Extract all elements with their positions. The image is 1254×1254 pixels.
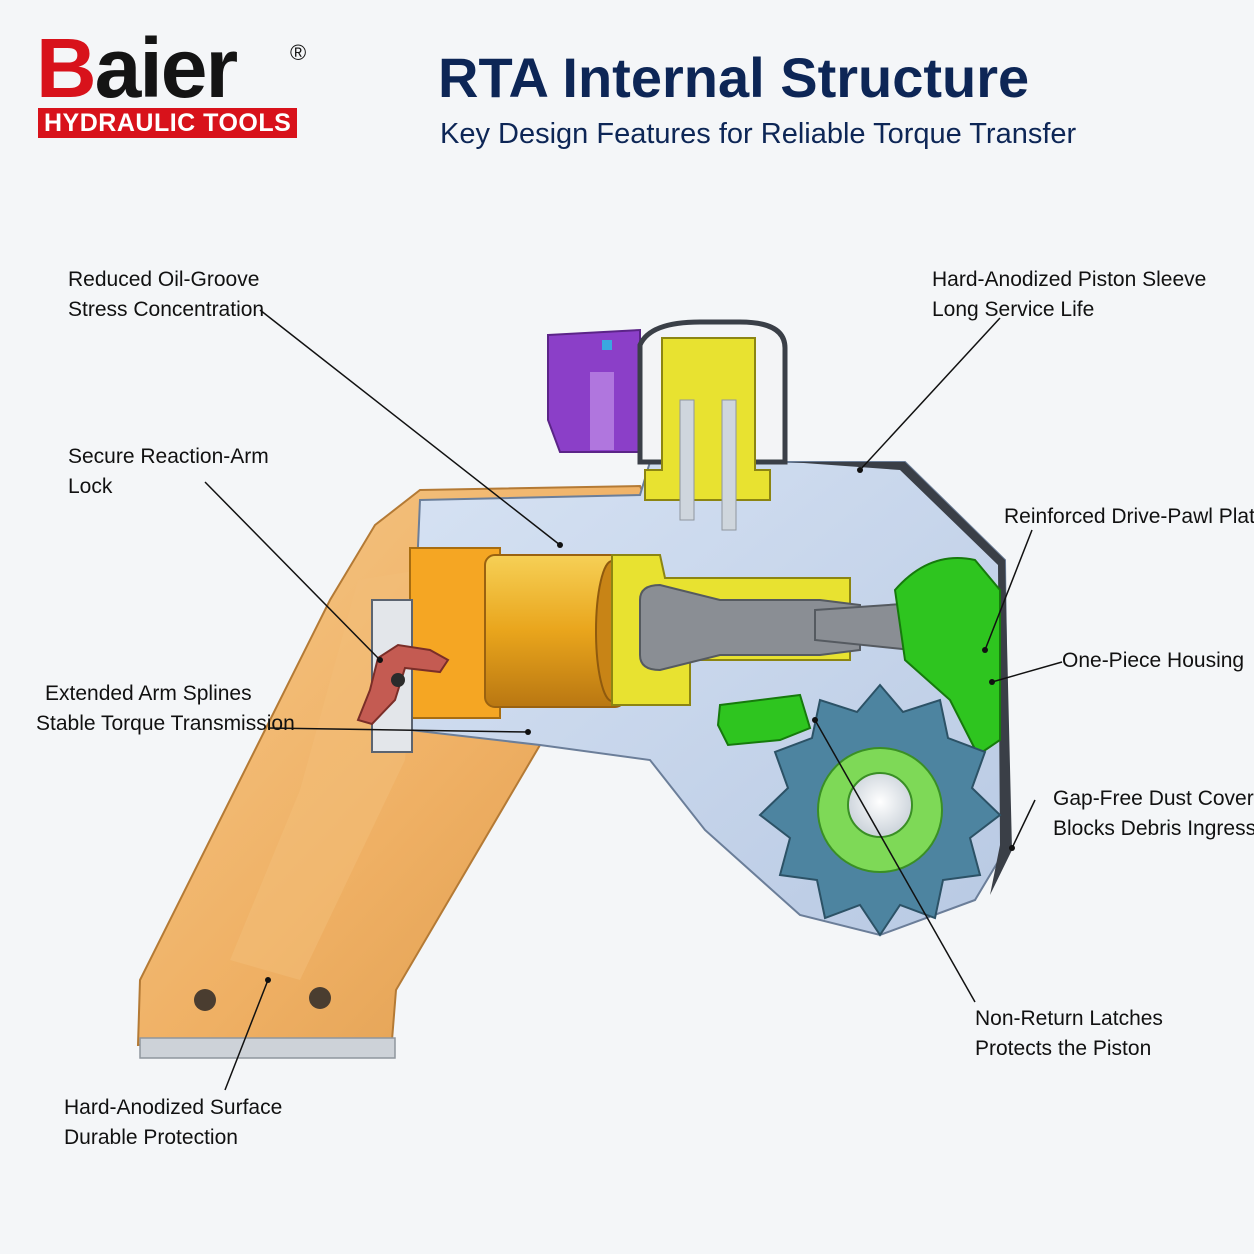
callout-reaction-arm: Secure Reaction-Arm Lock (68, 445, 269, 498)
brand-logo: Baier ® HYDRAULIC TOOLS (36, 26, 336, 141)
leader-oil-groove (259, 309, 561, 546)
leader-pawl-plate (984, 529, 1033, 651)
leader-piston-sleeve (859, 317, 1001, 471)
page-subtitle: Key Design Features for Reliable Torque … (440, 118, 1077, 150)
leader-dust-cover (1011, 799, 1036, 849)
drive-pawl-plate (716, 557, 1001, 757)
drive-hole (847, 772, 913, 838)
leader-housing (991, 661, 1063, 683)
registered-mark: ® (290, 40, 307, 65)
callout-surface: Hard-Anodized Surface Durable Protection (64, 1096, 283, 1149)
callout-arm-splines: Extended Arm Splines Stable Torque Trans… (36, 682, 295, 735)
leader-lines (204, 309, 1063, 1091)
leader-surface (224, 979, 269, 1091)
arm-hole-right (309, 987, 331, 1009)
reaction-arm-lock (356, 643, 450, 726)
page-title: RTA Internal Structure (438, 46, 1030, 109)
piston-sleeve (637, 319, 788, 531)
arm-hole-left (194, 989, 216, 1011)
non-return-latch (716, 693, 812, 747)
brand-tagline: HYDRAULIC TOOLS (38, 108, 298, 138)
arm-base-plate (139, 1037, 396, 1059)
leader-arm-splines (267, 727, 529, 733)
callout-oil-groove: Reduced Oil-Groove Stress Concentration (68, 268, 265, 321)
callout-latches: Non-Return Latches Protects the Piston (975, 1007, 1163, 1060)
leader-latches (814, 719, 976, 1003)
callout-pawl-plate: Reinforced Drive-Pawl Plate (1004, 505, 1254, 528)
leader-endpoints (265, 467, 1015, 983)
callout-piston-sleeve: Hard-Anodized Piston Sleeve Long Service… (932, 268, 1207, 321)
callout-dust-cover: Gap-Free Dust Cover Blocks Debris Ingres… (1053, 787, 1254, 840)
swivel-fitting (547, 328, 641, 453)
callout-housing: One-Piece Housing (1062, 649, 1245, 672)
leader-reaction-arm (204, 481, 381, 661)
brand-wordmark: Baier (36, 21, 238, 115)
